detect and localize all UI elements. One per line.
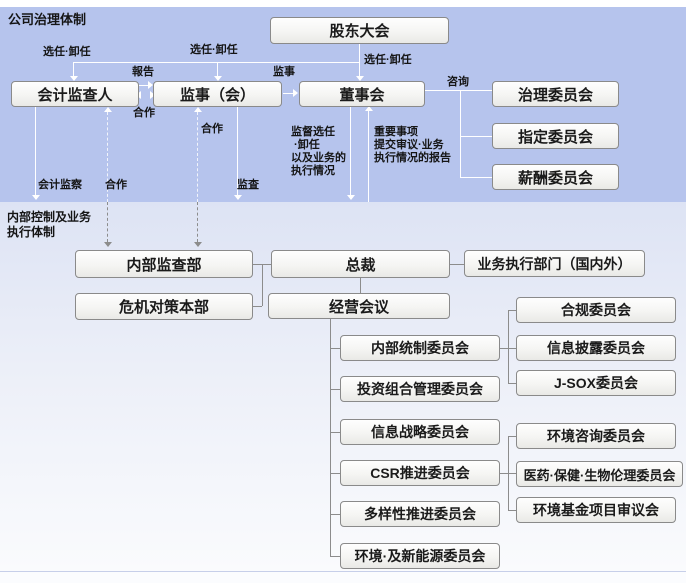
edge-stub-env-new-energy — [330, 556, 340, 557]
arrowhead-down — [70, 76, 78, 81]
node-jsox-committee: J-SOX委员会 — [516, 370, 676, 396]
edge-supervisor — [283, 93, 293, 94]
label-supervision-detail-line: ·卸任 — [291, 139, 320, 151]
edge-stub-diversity — [330, 514, 340, 515]
label-important-matters-line: 提交审议·业务 — [374, 139, 444, 151]
label-supervision-detail-line: 以及业务的 — [291, 152, 346, 164]
arrowhead-up — [104, 107, 112, 112]
edge-to-compensation-committee — [460, 177, 492, 178]
label-audit: 监査 — [237, 179, 259, 191]
label-appointment-dismissal-3: 选任·卸任 — [364, 54, 412, 66]
edge-crisis-hq-stub — [253, 306, 262, 307]
label-report: 報告 — [132, 66, 154, 78]
label-cooperation-3: 合作 — [105, 179, 127, 191]
arrowhead-down — [356, 76, 364, 81]
section-title-governance: 公司治理体制 — [8, 12, 87, 27]
label-important-matters: 重要事项 提交审议·业务 执行情况的报告 — [374, 126, 451, 165]
edge-committees-bracket-v — [460, 90, 461, 177]
edge-stub-jsox — [508, 383, 516, 384]
arrowhead-right — [293, 89, 298, 97]
edge-management-bracket-v — [330, 319, 331, 556]
node-president: 总裁 — [271, 250, 450, 278]
edge-consult — [424, 90, 492, 91]
node-bioethics-committee: 医药·保健·生物伦理委员会 — [516, 461, 683, 487]
label-appointment-dismissal-2: 选任·卸任 — [190, 44, 238, 56]
label-supervision-detail-line: 执行情况 — [291, 165, 335, 177]
edge-stub-env-fund — [508, 510, 516, 511]
node-board-of-directors: 董事会 — [299, 81, 425, 107]
edge-stub-internal-control — [330, 348, 340, 349]
label-cooperation-1: 合作 — [133, 107, 155, 119]
label-consultation: 咨询 — [447, 76, 469, 88]
edge-stub-csr — [330, 473, 340, 474]
node-information-strategy-committee: 信息战略委员会 — [340, 419, 500, 445]
edge-president-to-business-exec — [450, 264, 464, 265]
label-appointment-dismissal-1: 选任·卸任 — [43, 46, 91, 58]
node-environment-new-energy-committee: 环境·及新能源委员会 — [340, 543, 500, 569]
arrowhead-up — [194, 107, 202, 112]
arrowhead-right — [150, 91, 155, 99]
node-board-of-supervisors: 监事（会） — [153, 81, 282, 107]
node-information-disclosure-committee: 信息披露委员会 — [516, 335, 676, 361]
node-internal-control-committee: 内部统制委员会 — [340, 335, 500, 361]
node-crisis-management-hq: 危机对策本部 — [75, 293, 253, 320]
edge-stub-info-strategy — [330, 432, 340, 433]
edge-cooperation-b-top — [197, 112, 198, 202]
node-portfolio-management-committee: 投资组合管理委员会 — [340, 376, 500, 402]
node-csr-promotion-committee: CSR推进委员会 — [340, 460, 500, 486]
arrowhead-up — [365, 106, 373, 111]
edge-cooperation-b-bottom — [197, 202, 198, 242]
label-supervision-detail: 监督选任 ·卸任 以及业务的 执行情况 — [291, 126, 346, 178]
node-compensation-committee: 薪酬委员会 — [492, 164, 619, 190]
edge-cooperation-a-top — [107, 112, 108, 202]
edge-president-to-management-meeting — [360, 278, 361, 293]
edge-supervision-down — [350, 106, 351, 195]
label-important-matters-line: 重要事项 — [374, 126, 418, 138]
node-governance-committee: 治理委员会 — [492, 81, 619, 107]
arrowhead-down — [214, 76, 222, 81]
node-environment-fund-council: 环境基金项目审议会 — [516, 497, 676, 523]
edge-right-bracket1-v — [508, 310, 509, 383]
section-title-internal-control-line: 内部控制及业务 — [7, 210, 92, 224]
edge-audit-down — [237, 106, 238, 195]
edge-to-nomination-committee — [460, 136, 492, 137]
node-accounting-auditor: 会计监查人 — [11, 81, 139, 107]
edge-stub-disclosure — [500, 348, 516, 349]
edge-accounting-audit-down — [35, 106, 36, 195]
node-business-execution-depts: 业务执行部门（国内外） — [464, 250, 645, 277]
node-diversity-promotion-committee: 多样性推进委员会 — [340, 501, 500, 527]
node-internal-audit-dept: 内部监查部 — [75, 250, 253, 278]
footer-divider — [0, 571, 686, 583]
label-supervision-detail-line: 监督选任 — [291, 126, 335, 138]
node-environment-advisory-committee: 环境咨询委员会 — [516, 423, 676, 449]
node-shareholders-meeting: 股东大会 — [270, 17, 449, 44]
arrowhead-right — [148, 81, 153, 89]
node-management-meeting: 经营会议 — [268, 293, 450, 319]
edge-stub-env-advisory — [508, 436, 516, 437]
section-title-internal-control: 内部控制及业务 执行体制 — [7, 210, 91, 240]
edge-stub-bioethics — [500, 473, 516, 474]
edge-stub-compliance — [508, 310, 516, 311]
section-title-internal-control-line: 执行体制 — [7, 225, 56, 239]
edge-report — [139, 85, 148, 86]
label-important-matters-line: 执行情况的报告 — [374, 152, 451, 164]
arrowhead-down — [104, 242, 112, 247]
arrowhead-down — [32, 195, 40, 200]
label-accounting-audit: 会计监察 — [38, 179, 82, 191]
edge-cooperation-a-bottom — [107, 202, 108, 242]
node-compliance-committee: 合规委员会 — [516, 297, 676, 323]
arrowhead-down — [347, 195, 355, 200]
edge-to-supervisors — [217, 62, 218, 76]
label-cooperation-2: 合作 — [201, 123, 223, 135]
edge-stub-portfolio — [330, 389, 340, 390]
label-supervisor: 监事 — [273, 66, 295, 78]
edge-important-report-up — [368, 111, 369, 202]
edge-left-bracket-v — [262, 264, 263, 306]
edge-shareholders-branch-h — [73, 62, 360, 63]
node-nomination-committee: 指定委员会 — [492, 123, 619, 149]
arrowhead-down — [194, 242, 202, 247]
edge-shareholders-to-board — [359, 44, 360, 77]
edge-to-accounting-auditor — [73, 62, 74, 76]
arrowhead-down — [234, 195, 242, 200]
